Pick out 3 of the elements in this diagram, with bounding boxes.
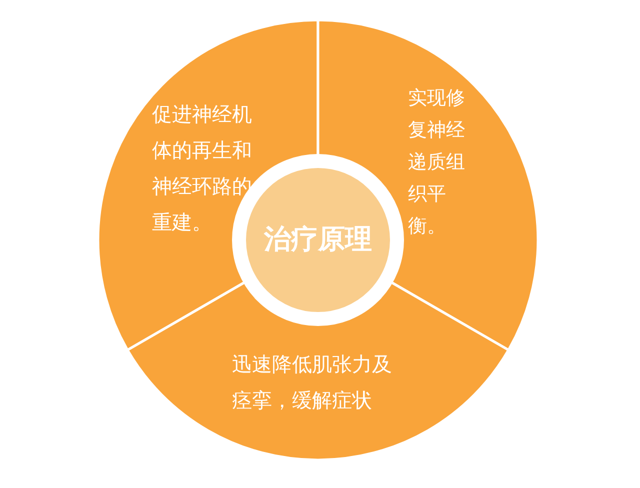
center-title: 治疗原理 [262, 223, 373, 257]
sector-text: 实现修复神经递质组织平衡。 [408, 86, 466, 239]
sector-text: 迅速降低肌张力及痉挛，缓解症状 [232, 351, 393, 414]
